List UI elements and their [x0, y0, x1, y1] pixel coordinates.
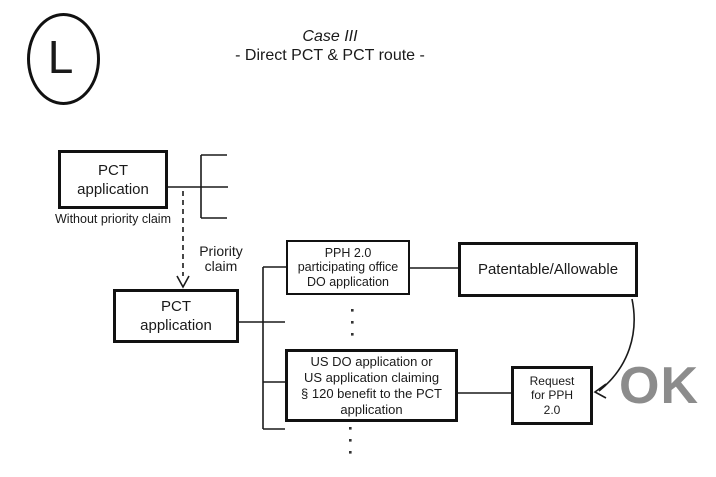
us-do-application-box: US DO application or US application clai…: [285, 349, 458, 422]
box-text-line: participating office: [297, 260, 399, 275]
pct-application-with-priority-box: PCT application: [113, 289, 239, 343]
patentable-allowable-box: Patentable/Allowable: [458, 242, 638, 297]
priority-claim-arrowhead: [176, 275, 190, 289]
ellipsis-dot: [349, 451, 352, 454]
ellipsis-dot: [351, 321, 354, 324]
letter-badge-text: L: [47, 31, 74, 83]
box-text-line: US DO application or: [310, 353, 433, 369]
ellipsis-dot: [351, 309, 354, 312]
pph-participating-office-box: PPH 2.0 participating office DO applicat…: [286, 240, 410, 295]
ok-stamp-label: OK: [619, 357, 699, 415]
box-text-line: PCT: [161, 298, 191, 315]
box-text-line: application: [340, 401, 403, 417]
ellipsis-dot: [349, 427, 352, 430]
box-text-line: PPH 2.0: [324, 245, 372, 260]
box-text-line: 2.0: [543, 402, 561, 417]
priority-claim-label-line: Priority: [199, 243, 243, 259]
priority-claim-label: Priority claim: [190, 244, 252, 274]
box-text-line: Patentable/Allowable: [477, 261, 619, 278]
ellipsis-dot: [349, 439, 352, 442]
title-route-description: - Direct PCT & PCT route -: [235, 47, 425, 64]
request-for-pph-box: Request for PPH 2.0: [511, 366, 593, 425]
box-text-line: application: [77, 180, 149, 198]
box-text-line: PCT: [98, 161, 128, 179]
box-text-line: Request: [529, 373, 575, 388]
curve-arrowhead: [593, 383, 607, 399]
box-text-line: for PPH: [530, 388, 573, 403]
box-text-line: US application claiming: [303, 369, 440, 385]
letter-badge: L: [27, 13, 100, 105]
pct-application-without-priority-box: PCT application: [58, 150, 168, 209]
box-text-line: DO application: [307, 274, 389, 289]
ellipsis-dot: [351, 333, 354, 336]
box-text-line: § 120 benefit to the PCT: [301, 385, 442, 401]
box-text-line: application: [140, 317, 212, 334]
priority-claim-label-line: claim: [204, 258, 238, 274]
without-priority-claim-caption: Without priority claim: [55, 212, 171, 226]
page-title: Case III - Direct PCT & PCT route -: [187, 27, 473, 65]
title-case-number: Case III: [302, 28, 358, 45]
